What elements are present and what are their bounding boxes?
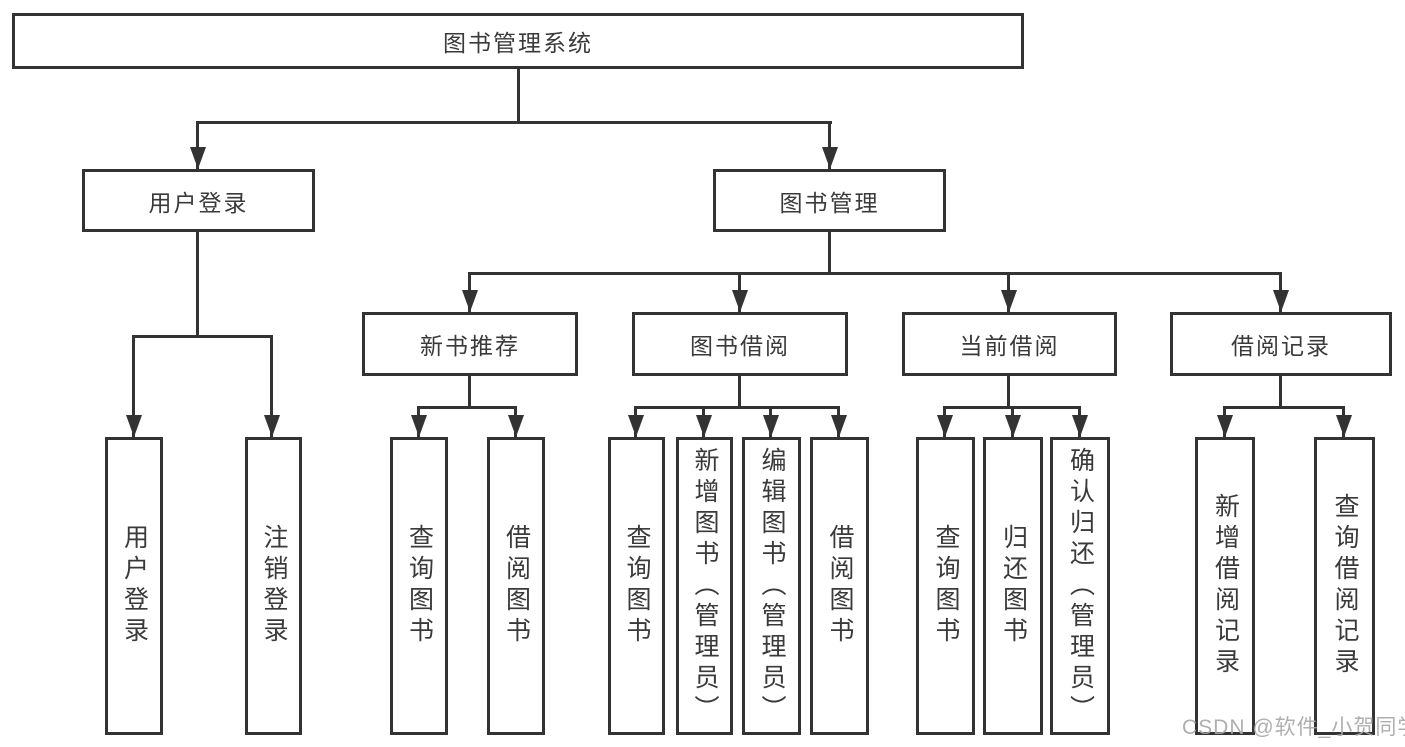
node-user-login-label: 用户登录 <box>148 189 249 216</box>
leaf-current-confirm-return-admin-label: 确认归还（管理员） <box>1066 446 1095 726</box>
connector-user-login-stem <box>196 232 199 335</box>
node-book-borrowing: 图书借阅 <box>632 312 848 376</box>
arrow-down-icon <box>508 415 524 437</box>
arrow-down-icon <box>126 415 142 437</box>
node-new-book-recommend: 新书推荐 <box>362 312 578 376</box>
connector-to-book-management <box>828 121 831 169</box>
arrow-down-icon <box>462 290 478 312</box>
node-borrow-records-label: 借阅记录 <box>1231 333 1331 359</box>
leaf-borrowing-query-books: 查询图书 <box>608 437 665 735</box>
leaf-current-query-books: 查询图书 <box>916 437 975 735</box>
arrow-down-icon <box>1336 415 1352 437</box>
leaf-user-login-label: 用户登录 <box>120 524 149 648</box>
arrow-down-icon <box>732 290 748 312</box>
node-book-management-label: 图书管理 <box>779 189 880 216</box>
connector-recommend-split <box>417 406 517 409</box>
leaf-current-query-books-label: 查询图书 <box>932 524 960 648</box>
leaf-recommend-query-books-label: 查询图书 <box>405 524 434 648</box>
leaf-user-login: 用户登录 <box>105 437 163 735</box>
connector-records-split <box>1223 406 1345 409</box>
leaf-current-confirm-return-admin: 确认归还（管理员） <box>1050 437 1110 735</box>
leaf-logout-login: 注销登录 <box>245 437 302 735</box>
leaf-borrowing-edit-books-admin-label: 编辑图书（管理员） <box>758 446 786 726</box>
leaf-current-return-books: 归还图书 <box>983 437 1043 735</box>
arrow-down-icon <box>1001 290 1017 312</box>
leaf-current-return-books-label: 归还图书 <box>999 524 1028 648</box>
node-root-label: 图书管理系统 <box>443 30 593 56</box>
connector-borrowing-split <box>634 406 840 409</box>
leaf-records-add-borrow-record: 新增借阅记录 <box>1195 437 1255 735</box>
leaf-records-add-borrow-record-label: 新增借阅记录 <box>1211 493 1240 679</box>
leaf-borrowing-add-books-admin: 新增图书（管理员） <box>676 437 733 735</box>
leaf-records-query-borrow-record: 查询借阅记录 <box>1314 437 1375 735</box>
connector-borrowing-stem <box>738 376 741 406</box>
arrow-down-icon <box>264 415 280 437</box>
connector-to-leaf-user-login <box>132 335 135 437</box>
leaf-borrowing-edit-books-admin: 编辑图书（管理员） <box>742 437 801 735</box>
connector-root-split <box>196 121 832 124</box>
arrow-down-icon <box>696 415 712 437</box>
leaf-borrowing-borrow-books-label: 借阅图书 <box>826 524 854 648</box>
leaf-logout-login-label: 注销登录 <box>260 524 288 648</box>
connector-book-management-split <box>468 272 1282 275</box>
node-root: 图书管理系统 <box>12 13 1024 69</box>
arrow-down-icon <box>628 415 644 437</box>
arrow-down-icon <box>411 415 427 437</box>
connector-user-login-split <box>132 335 273 338</box>
leaf-records-query-borrow-record-label: 查询借阅记录 <box>1331 493 1359 679</box>
node-new-book-recommend-label: 新书推荐 <box>420 333 520 359</box>
connector-to-leaf-logout <box>270 335 273 437</box>
arrow-down-icon <box>1273 290 1289 312</box>
arrow-down-icon <box>1217 415 1233 437</box>
arrow-down-icon <box>831 415 847 437</box>
node-user-login: 用户登录 <box>82 169 315 232</box>
leaf-borrowing-borrow-books: 借阅图书 <box>810 437 869 735</box>
connector-book-management-stem <box>828 232 831 272</box>
leaf-recommend-borrow-books-label: 借阅图书 <box>502 524 531 648</box>
connector-current-stem <box>1007 376 1010 406</box>
leaf-borrowing-add-books-admin-label: 新增图书（管理员） <box>691 446 719 726</box>
csdn-watermark: CSDN @软件_小贺同学 <box>1182 716 1405 739</box>
node-borrow-records: 借阅记录 <box>1170 312 1392 376</box>
arrow-down-icon <box>190 147 206 169</box>
arrow-down-icon <box>1005 415 1021 437</box>
arrow-down-icon <box>1072 415 1088 437</box>
node-current-borrowing-label: 当前借阅 <box>959 333 1060 359</box>
leaf-borrowing-query-books-label: 查询图书 <box>623 524 651 648</box>
connector-to-user-login <box>196 121 199 169</box>
leaf-recommend-query-books: 查询图书 <box>390 437 448 735</box>
node-book-management: 图书管理 <box>713 169 946 232</box>
connector-recommend-stem <box>468 376 471 406</box>
leaf-recommend-borrow-books: 借阅图书 <box>487 437 545 735</box>
node-book-borrowing-label: 图书借阅 <box>690 333 790 359</box>
arrow-down-icon <box>822 147 838 169</box>
connector-root-stem <box>517 69 520 121</box>
connector-records-stem <box>1279 376 1282 406</box>
node-current-borrowing: 当前借阅 <box>902 312 1117 376</box>
arrow-down-icon <box>763 415 779 437</box>
arrow-down-icon <box>937 415 953 437</box>
